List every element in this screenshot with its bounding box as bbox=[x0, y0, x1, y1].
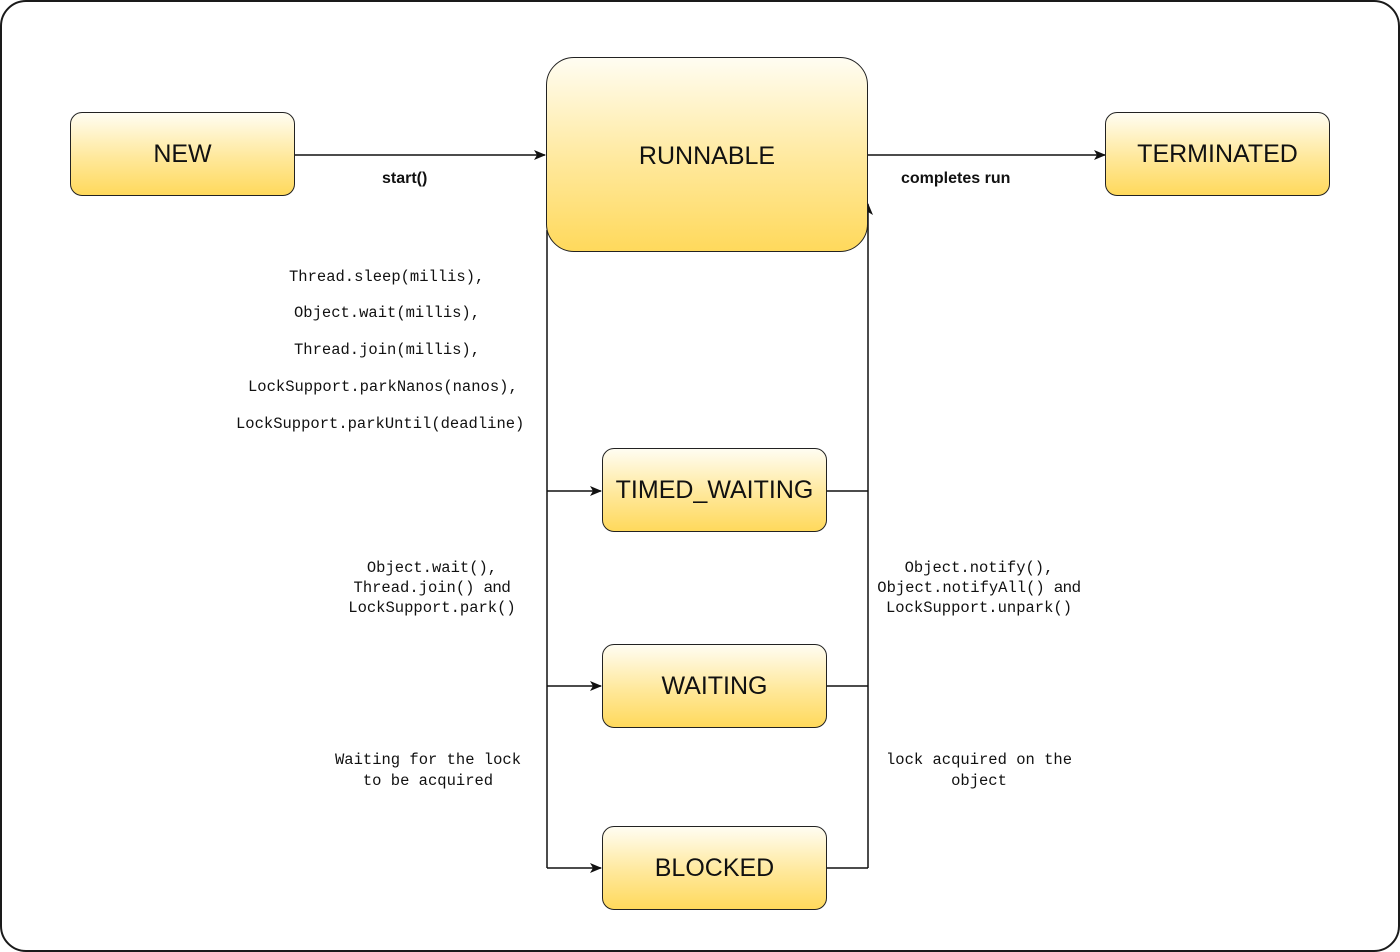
state-waiting-label: WAITING bbox=[661, 671, 768, 700]
label-blocked-enter-1: Waiting for the lock bbox=[334, 751, 522, 769]
label-timed-waiting-call-1: Thread.sleep(millis), bbox=[289, 268, 485, 286]
state-runnable: RUNNABLE bbox=[546, 57, 868, 252]
label-waiting-call-2-row: Thread.join() and bbox=[336, 578, 528, 598]
state-timed-waiting: TIMED_WAITING bbox=[602, 448, 827, 532]
state-new-label: NEW bbox=[153, 139, 212, 168]
label-timed-waiting-call-3: Thread.join(millis), bbox=[294, 341, 481, 359]
label-timed-waiting-call-2: Object.wait(millis), bbox=[294, 304, 481, 322]
state-terminated-label: TERMINATED bbox=[1137, 139, 1298, 168]
label-notify-call-3: LockSupport.unpark() bbox=[885, 599, 1073, 617]
label-waiting-call-1: Object.wait(), bbox=[366, 559, 498, 577]
state-runnable-label: RUNNABLE bbox=[638, 142, 776, 170]
state-blocked: BLOCKED bbox=[602, 826, 827, 910]
state-timed-waiting-label: TIMED_WAITING bbox=[615, 475, 814, 504]
label-blocked-enter: Waiting for the lock to be acquired bbox=[320, 750, 536, 792]
label-notify-call-1: Object.notify(), bbox=[904, 559, 1054, 577]
state-waiting: WAITING bbox=[602, 644, 827, 728]
label-notify-calls: Object.notify(), Object.notifyAll() and … bbox=[868, 558, 1090, 618]
label-waiting-call-3: LockSupport.park() bbox=[348, 599, 516, 617]
label-waiting-and: and bbox=[483, 579, 511, 596]
label-notify-call-2: Object.notifyAll() bbox=[877, 579, 1045, 597]
label-waiting-calls: Object.wait(), Thread.join() and LockSup… bbox=[336, 558, 528, 618]
label-notify-call-2-row: Object.notifyAll() and bbox=[868, 578, 1090, 598]
label-completes-run: completes run bbox=[901, 170, 1011, 187]
label-blocked-exit-1: lock acquired on the bbox=[885, 751, 1073, 769]
label-timed-waiting-call-5: LockSupport.parkUntil(deadline) bbox=[236, 415, 525, 433]
label-waiting-call-2: Thread.join() bbox=[353, 579, 475, 597]
label-notify-and: and bbox=[1054, 579, 1081, 596]
label-blocked-exit: lock acquired on the object bbox=[872, 750, 1086, 792]
state-terminated: TERMINATED bbox=[1105, 112, 1330, 196]
state-new: NEW bbox=[70, 112, 295, 196]
state-blocked-label: BLOCKED bbox=[654, 853, 775, 882]
label-blocked-exit-2: object bbox=[951, 772, 1007, 790]
label-start: start() bbox=[382, 170, 428, 187]
label-blocked-enter-2: to be acquired bbox=[362, 772, 494, 790]
label-timed-waiting-call-4: LockSupport.parkNanos(nanos), bbox=[248, 378, 518, 396]
